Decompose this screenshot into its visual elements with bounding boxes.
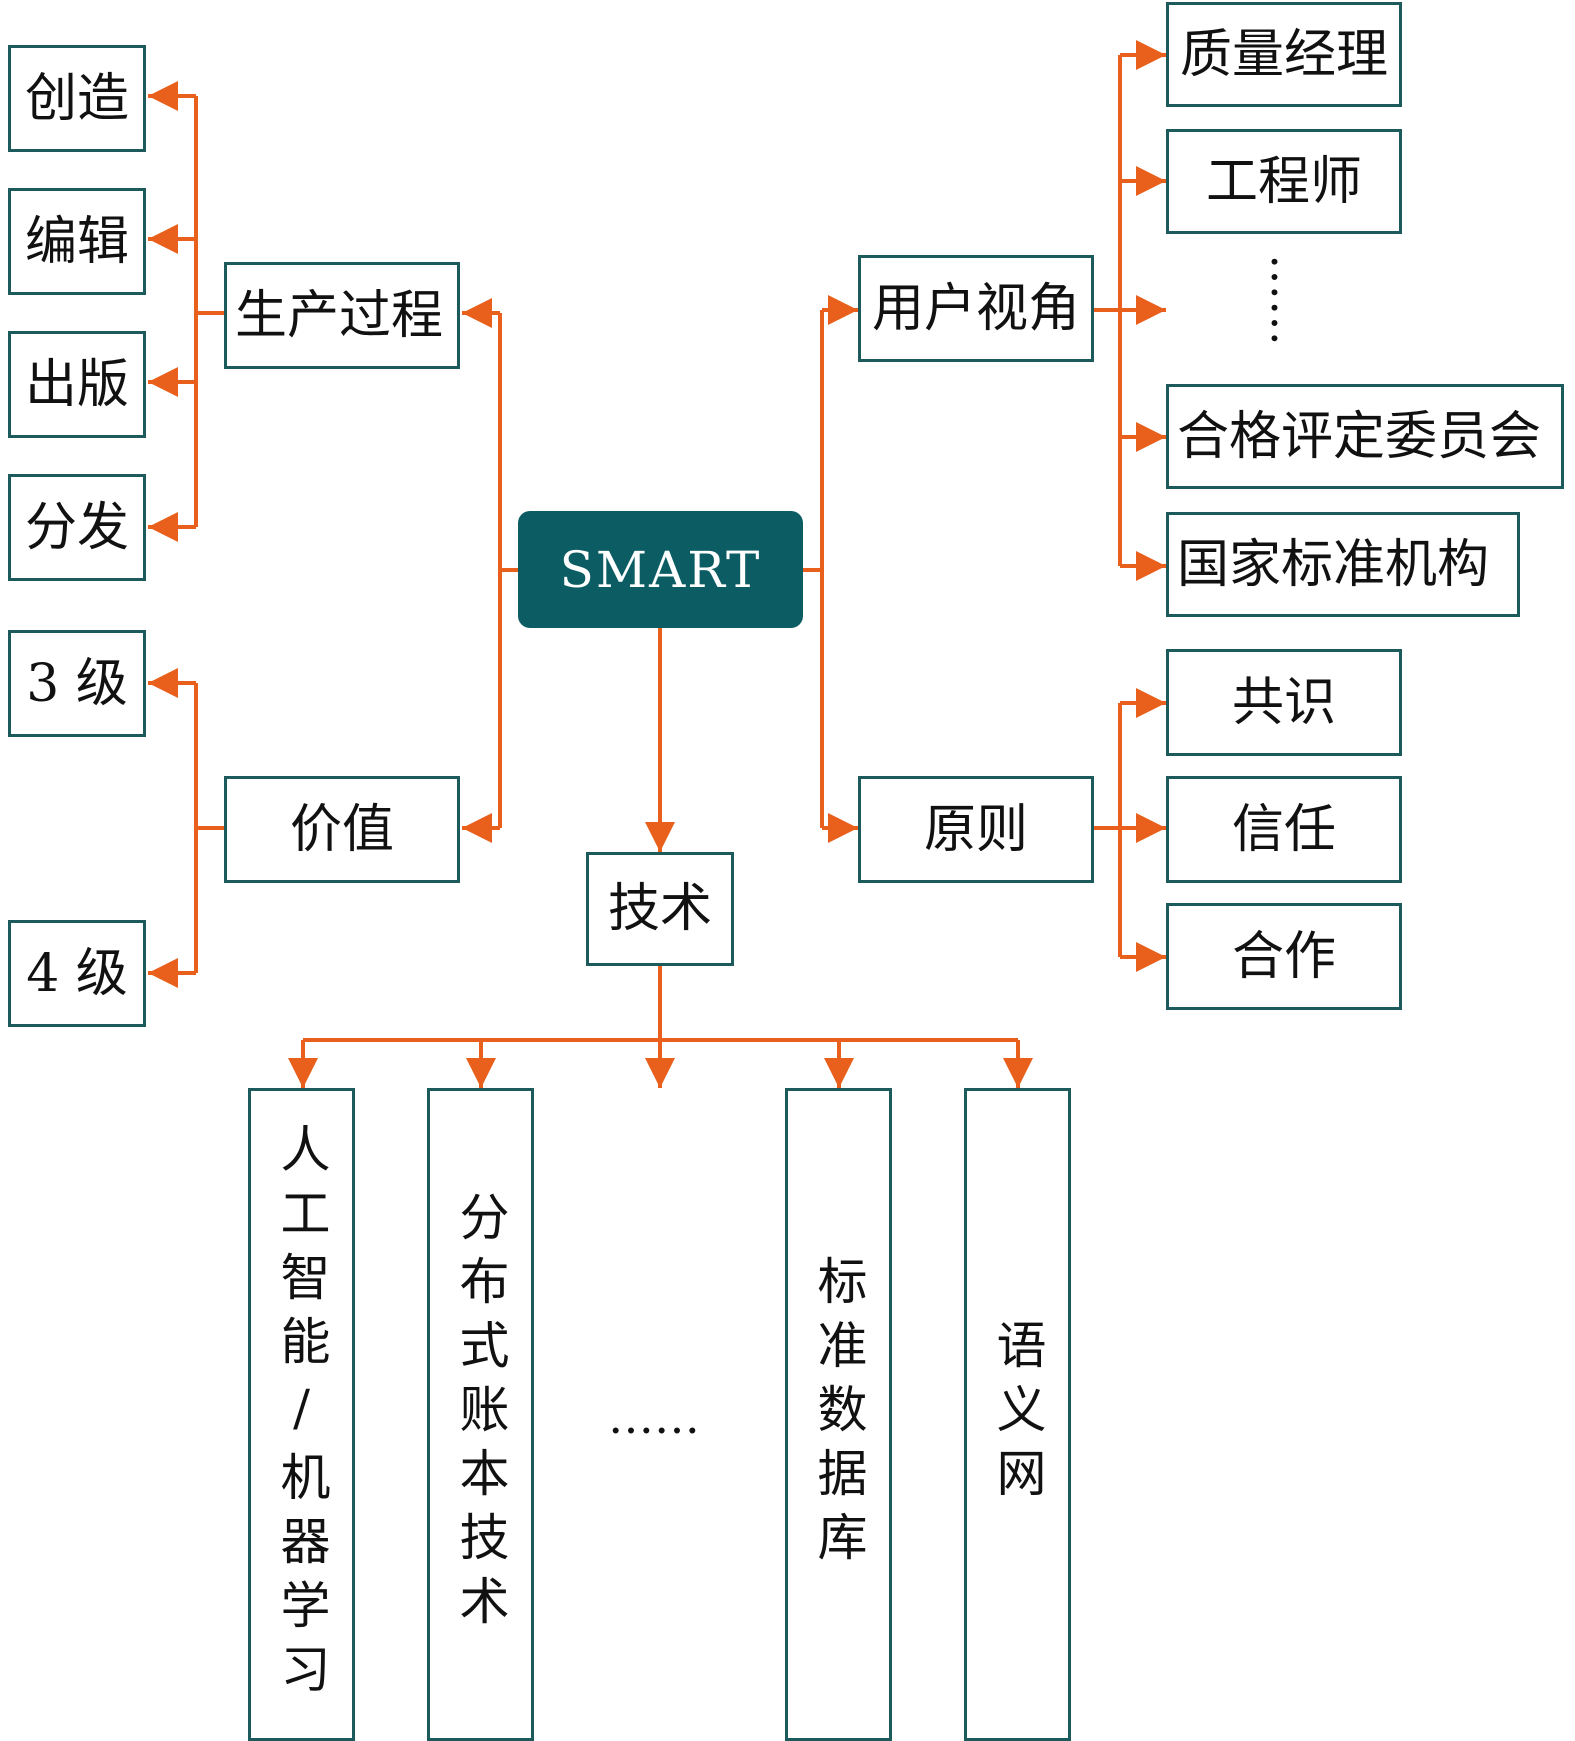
principles-node: 原则 — [858, 776, 1094, 883]
technology-item-standards-db: 标准数据库 — [785, 1088, 892, 1741]
technology-ellipsis: …… — [608, 1390, 700, 1444]
arrow-to-value — [462, 813, 492, 843]
user-view-item-conformity-committee: 合格评定委员会 — [1166, 384, 1564, 489]
technology-item-dlt: 分布式账本技术 — [427, 1088, 534, 1741]
arrow-value-item-1 — [148, 958, 178, 988]
arrow-user-view-item-1 — [1136, 166, 1166, 196]
arrow-to-principles — [828, 813, 858, 843]
arrow-to-production — [462, 298, 492, 328]
value-node: 价值 — [224, 776, 460, 883]
production-item-create: 创造 — [8, 45, 146, 152]
user-view-item-national-standards-body: 国家标准机构 — [1166, 512, 1520, 617]
arrow-user-view-item-2 — [1136, 295, 1166, 325]
arrow-principle-item-1 — [1136, 813, 1166, 843]
arrow-technology-item-2 — [645, 1058, 675, 1088]
arrow-technology-item-4 — [1003, 1058, 1033, 1088]
technology-item-semantic-web: 语义网 — [964, 1088, 1071, 1741]
arrow-value-item-0 — [148, 668, 178, 698]
user-view-item-quality-manager: 质量经理 — [1166, 2, 1402, 107]
arrow-production-item-0 — [148, 81, 178, 111]
arrow-production-item-1 — [148, 224, 178, 254]
arrow-user-view-item-0 — [1136, 40, 1166, 70]
production-item-distribute: 分发 — [8, 474, 146, 581]
arrow-to-technology — [645, 822, 675, 852]
user-view-node: 用户视角 — [858, 255, 1094, 362]
user-view-item-engineer: 工程师 — [1166, 129, 1402, 234]
value-item-level4: 4 级 — [8, 920, 146, 1027]
arrow-principle-item-0 — [1136, 688, 1166, 718]
arrow-to-user-view — [828, 295, 858, 325]
technology-node: 技术 — [586, 852, 734, 966]
technology-item-ai-ml: 人工智能/机器学习 — [248, 1088, 355, 1741]
production-item-edit: 编辑 — [8, 188, 146, 295]
user-view-ellipsis: …… — [1261, 254, 1315, 346]
arrow-user-view-item-4 — [1136, 551, 1166, 581]
value-item-level3: 3 级 — [8, 630, 146, 737]
production-process-node: 生产过程 — [224, 262, 460, 369]
arrow-principle-item-2 — [1136, 942, 1166, 972]
production-item-publish: 出版 — [8, 331, 146, 438]
arrow-technology-item-3 — [824, 1058, 854, 1088]
arrow-technology-item-0 — [288, 1058, 318, 1088]
arrow-production-item-2 — [148, 367, 178, 397]
arrow-production-item-3 — [148, 512, 178, 542]
arrow-technology-item-1 — [466, 1058, 496, 1088]
principle-item-cooperation: 合作 — [1166, 903, 1402, 1010]
principle-item-trust: 信任 — [1166, 776, 1402, 883]
root-node-smart: SMART — [518, 511, 803, 628]
principle-item-consensus: 共识 — [1166, 649, 1402, 756]
arrow-user-view-item-3 — [1136, 422, 1166, 452]
